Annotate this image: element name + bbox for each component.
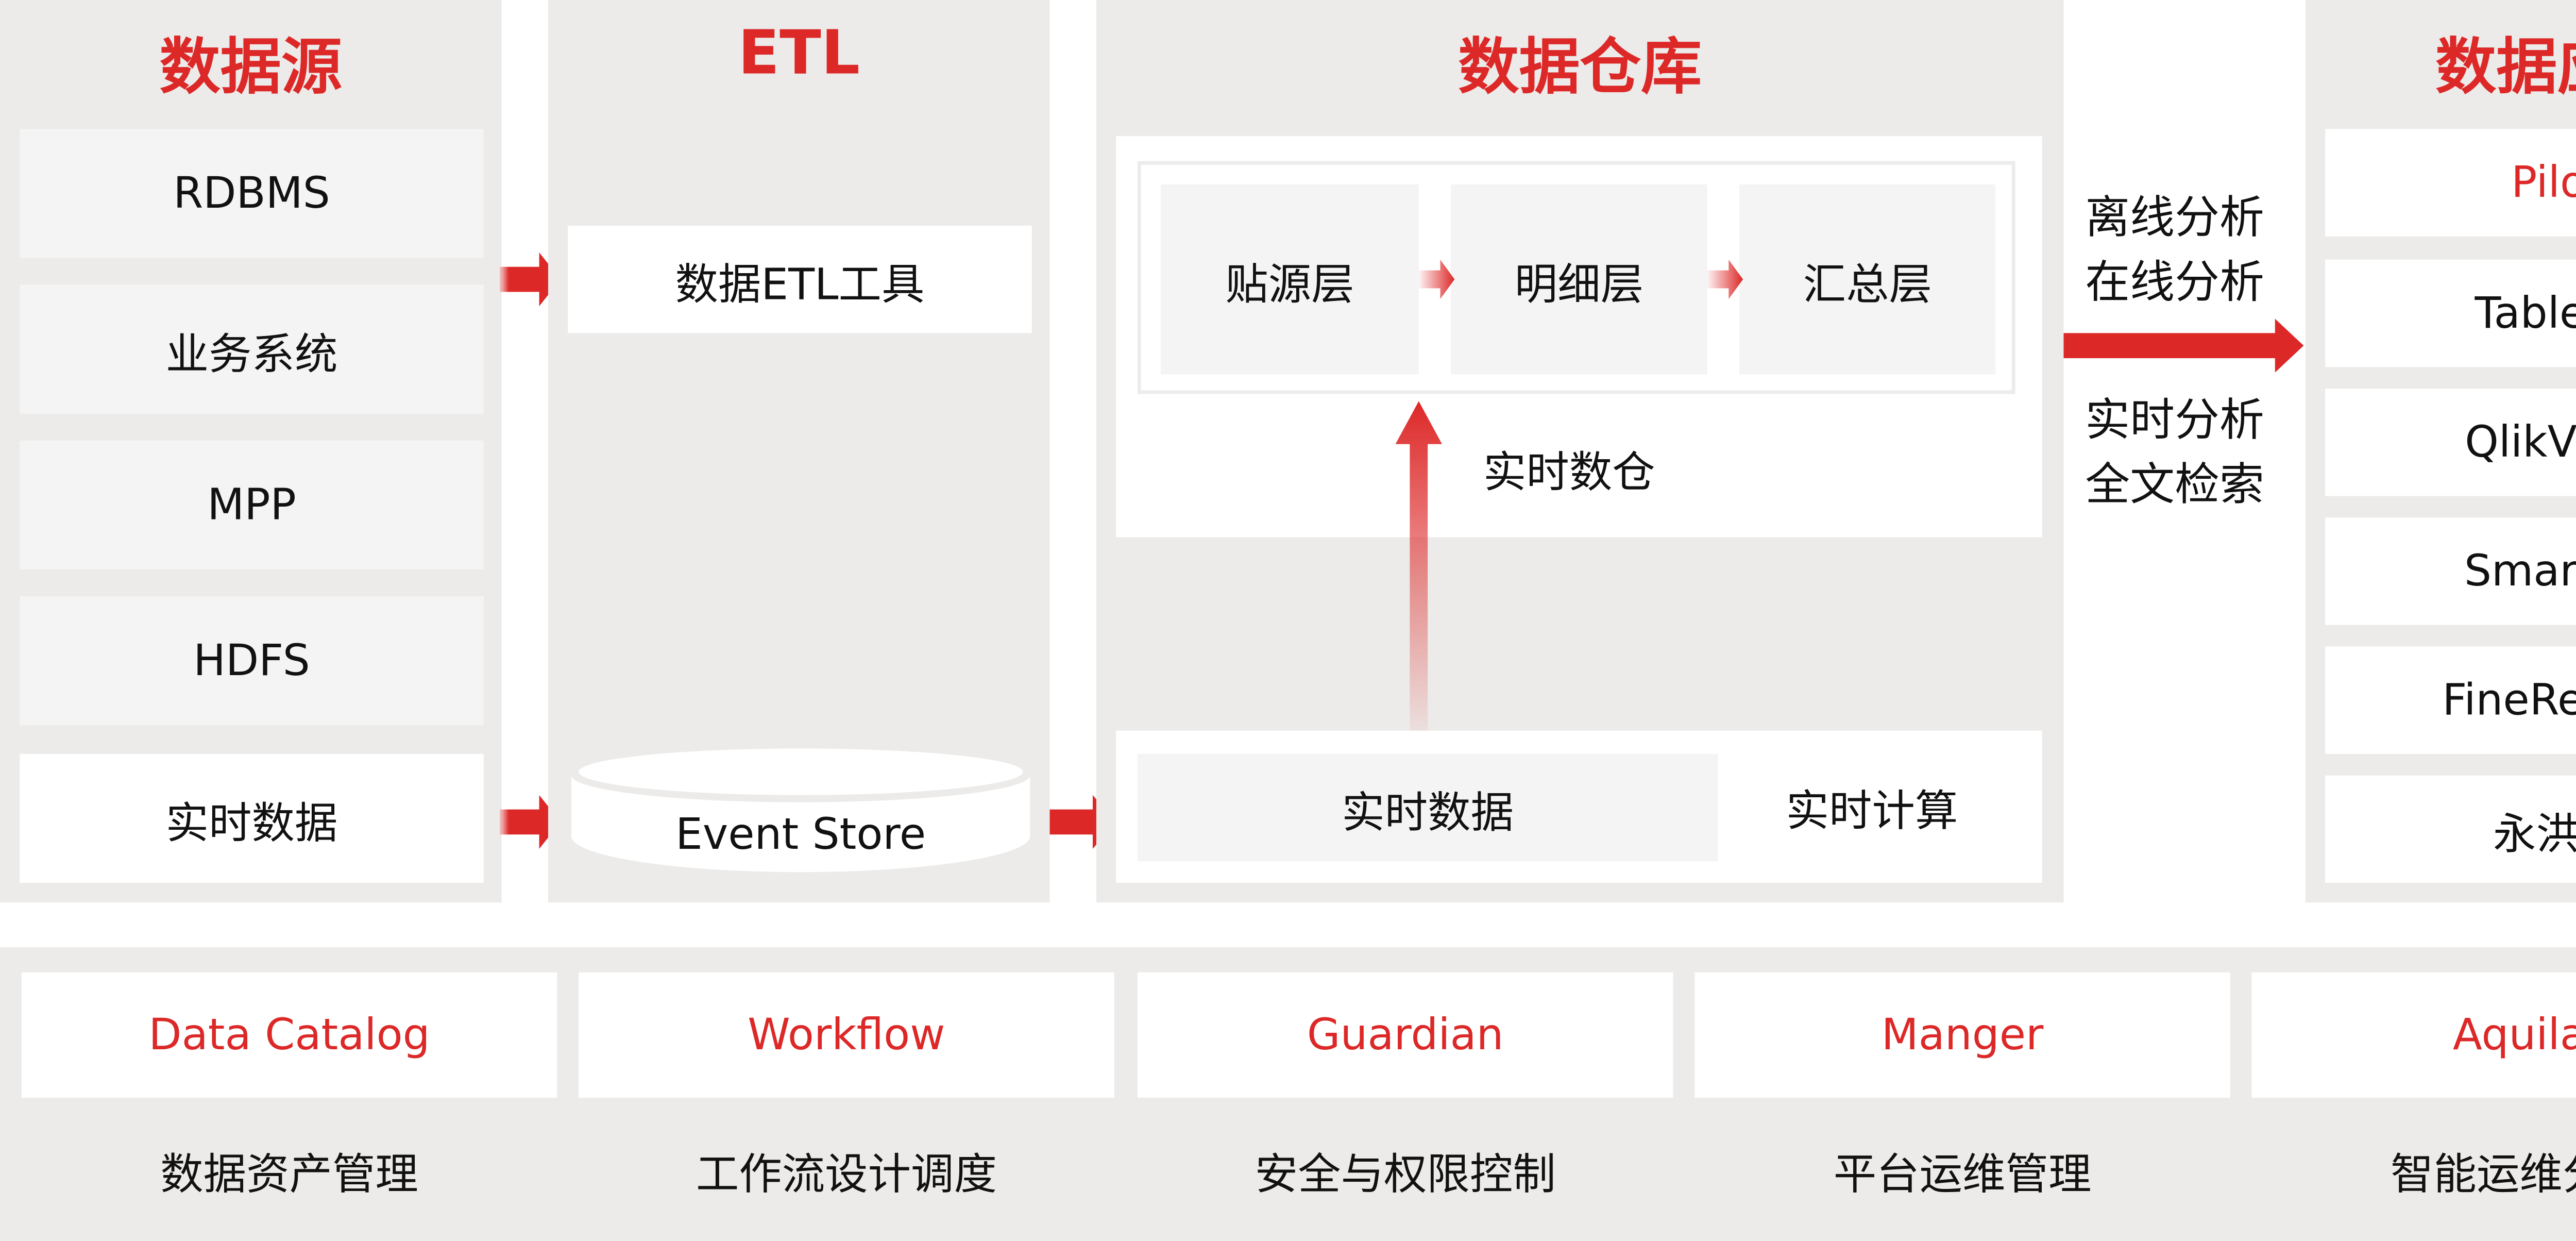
app-item-finereport: FineReport bbox=[2325, 646, 2576, 754]
layer-ods: 贴源层 bbox=[1161, 184, 1419, 375]
platform-guardian: Guardian bbox=[1137, 972, 1673, 1098]
database-cylinder-icon bbox=[571, 748, 1030, 873]
etl-tool-box: 数据ETL工具 bbox=[568, 225, 1032, 333]
app-item-pilot: Pilot bbox=[2325, 129, 2576, 237]
arrow-right-icon bbox=[1418, 259, 1455, 299]
analysis-realtime: 实时分析 bbox=[2085, 394, 2264, 446]
platform-aquila-desc: 智能运维分析 bbox=[2391, 1149, 2576, 1199]
platform-workflow-desc: 工作流设计调度 bbox=[696, 1149, 997, 1199]
platform-data-catalog: Data Catalog bbox=[21, 972, 557, 1098]
event-store-label: Event Store bbox=[675, 809, 926, 860]
etl-title: ETL bbox=[738, 18, 860, 90]
app-item-smart-bi: Smart BI bbox=[2325, 517, 2576, 625]
arrow-right-icon bbox=[1707, 259, 1743, 299]
realtime-data-box: 实时数据 bbox=[1137, 753, 1718, 862]
source-item-rdbms: RDBMS bbox=[20, 129, 484, 258]
app-item-yonghong-bi: 永洪BI bbox=[2325, 775, 2576, 883]
layers-frame bbox=[1137, 161, 2015, 394]
realtime-warehouse-label: 实时数仓 bbox=[1483, 447, 1655, 498]
app-item-qlikview: QlikView bbox=[2325, 389, 2576, 496]
source-item-business-system: 业务系统 bbox=[20, 284, 484, 414]
realtime-compute-label: 实时计算 bbox=[1786, 786, 1958, 836]
platform-guardian-desc: 安全与权限控制 bbox=[1255, 1149, 1556, 1199]
source-item-mpp: MPP bbox=[20, 440, 484, 569]
arrow-right-icon bbox=[500, 252, 561, 307]
analysis-online: 在线分析 bbox=[2085, 256, 2264, 308]
layer-detail: 明细层 bbox=[1451, 184, 1707, 375]
analysis-fulltext: 全文检索 bbox=[2085, 458, 2264, 511]
arrow-right-icon bbox=[2063, 318, 2304, 373]
source-item-hdfs: HDFS bbox=[20, 596, 484, 726]
platform-workflow: Workflow bbox=[579, 972, 1114, 1098]
layer-summary: 汇总层 bbox=[1739, 184, 1996, 375]
arrow-right-icon bbox=[500, 795, 561, 849]
platform-aquila: Aquila bbox=[2251, 972, 2576, 1098]
platform-manger-desc: 平台运维管理 bbox=[1833, 1149, 2092, 1199]
platform-manger: Manger bbox=[1694, 972, 2230, 1098]
applications-title: 数据应用 bbox=[2435, 32, 2576, 104]
arrow-up-icon bbox=[1395, 401, 1442, 734]
source-item-realtime-data: 实时数据 bbox=[20, 753, 484, 883]
sources-title: 数据源 bbox=[159, 32, 343, 104]
app-item-tableau: Tableau bbox=[2325, 259, 2576, 367]
warehouse-title: 数据仓库 bbox=[1458, 32, 1702, 104]
analysis-offline: 离线分析 bbox=[2085, 191, 2264, 244]
platform-data-catalog-desc: 数据资产管理 bbox=[160, 1149, 418, 1199]
